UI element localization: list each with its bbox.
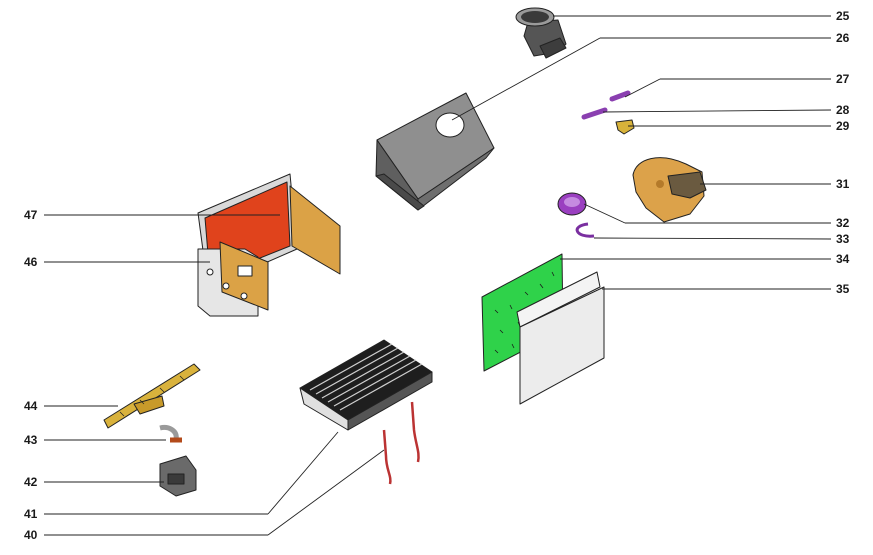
cover-panel-drawing [516,271,605,405]
part-label-25: 25 [836,9,850,23]
part-label-31: 31 [836,177,850,191]
electrodes-drawing [382,401,420,485]
air-intake-adapter-drawing [515,7,567,59]
fasteners-drawing [581,90,635,135]
flue-hood-drawing [375,92,495,211]
leader-lines [44,15,832,536]
part-label-40: 40 [24,528,38,542]
gas-pipe-drawing [159,425,182,443]
part-label-42: 42 [24,475,38,489]
part-label-47: 47 [24,208,38,222]
part-label-34: 34 [836,252,850,266]
part-label-27: 27 [836,72,850,86]
part-label-26: 26 [836,31,850,45]
part-label-41: 41 [24,507,38,521]
part-label-28: 28 [836,103,850,117]
part-label-32: 32 [836,216,850,230]
part-label-46: 46 [24,255,38,269]
part-label-29: 29 [836,119,850,133]
pressure-switch-drawing [557,192,595,238]
heat-exchanger-drawing [299,339,433,431]
part-label-35: 35 [836,282,850,296]
fan-drawing [632,157,707,223]
gas-valve-drawing [159,455,197,497]
burner-manifold-drawing [103,363,201,429]
part-label-44: 44 [24,399,38,413]
part-label-43: 43 [24,433,38,447]
part-label-33: 33 [836,232,850,246]
combustion-chamber-drawing [197,173,341,317]
